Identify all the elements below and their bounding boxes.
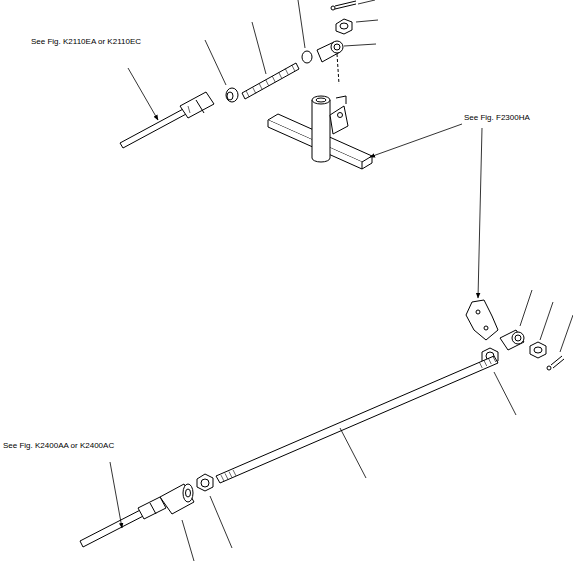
thread-stroke xyxy=(259,84,262,90)
thread-stroke xyxy=(229,472,232,478)
nut xyxy=(197,474,213,491)
nut xyxy=(530,342,546,358)
leader-lines xyxy=(110,0,573,561)
long-rod xyxy=(216,356,498,483)
thread-stroke xyxy=(266,80,269,86)
nut xyxy=(336,19,352,34)
cotter-pin xyxy=(547,356,564,370)
lever xyxy=(268,96,372,169)
rod-end xyxy=(302,41,343,84)
thread-stroke xyxy=(221,475,224,481)
thread-stroke xyxy=(233,470,236,476)
thread-stroke xyxy=(292,65,295,71)
thread-stroke xyxy=(253,87,256,93)
figure-reference: See Fig. K2400AA or K2400AC xyxy=(2,441,115,451)
thread-stroke xyxy=(479,362,482,368)
threaded-rod xyxy=(242,63,299,99)
thread-stroke xyxy=(279,72,282,78)
bracket xyxy=(466,300,498,340)
thread-stroke xyxy=(285,69,288,75)
thread-stroke xyxy=(488,358,491,364)
lower-short-rod xyxy=(80,497,166,547)
thread-stroke xyxy=(246,91,249,97)
thread-stroke xyxy=(484,360,487,366)
cotter-pin xyxy=(331,1,356,10)
upper-rod xyxy=(120,92,214,148)
thread-stroke xyxy=(225,473,228,479)
figure-reference: See Fig. K2110EA or K2110EC xyxy=(30,37,142,47)
rod-end xyxy=(500,330,524,350)
thread-stroke xyxy=(493,356,496,362)
figure-reference: See Fig. F2300HA xyxy=(463,113,531,123)
nut xyxy=(226,88,238,102)
coupling xyxy=(160,484,194,514)
thread-stroke xyxy=(272,76,275,82)
